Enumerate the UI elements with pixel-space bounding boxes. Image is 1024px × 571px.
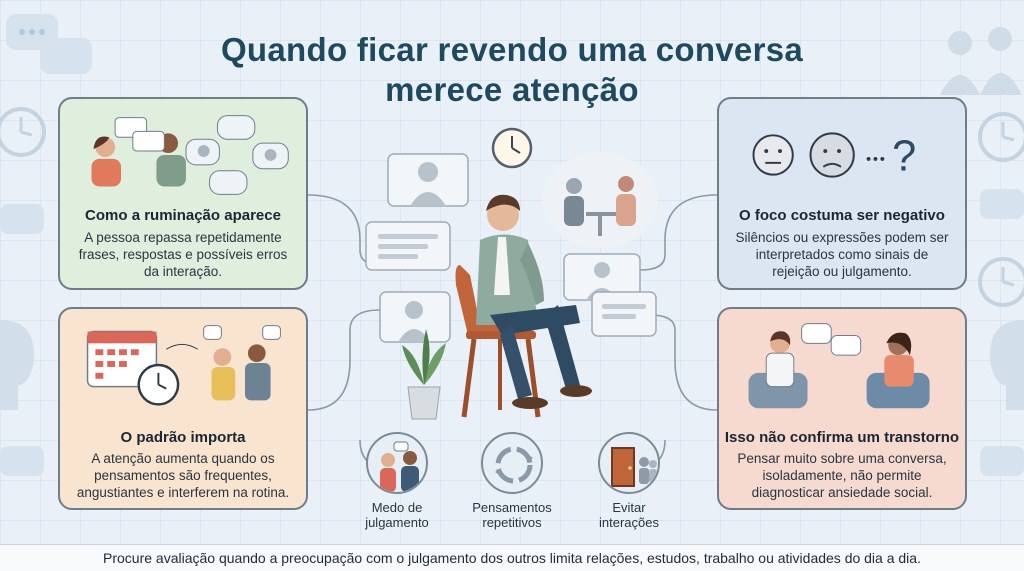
- therapy-session-illustration: [748, 323, 930, 409]
- calendar-clock-illustration: [86, 325, 281, 406]
- mini-avoid-label-2: interações: [599, 515, 659, 530]
- memory-bubble-top-icon: [387, 153, 469, 207]
- door-exit-icon: [598, 432, 660, 494]
- title-line-1: Quando ficar revendo uma conversa: [220, 31, 804, 68]
- judgment-people-icon: [366, 432, 428, 494]
- memory-bubble-bottom-right-icon: [591, 291, 657, 337]
- card-negative-focus-text: Silêncios ou expressões podem ser interp…: [735, 230, 949, 279]
- card-rumination-heading: Como a ruminação aparece: [85, 207, 281, 224]
- clock-icon: [491, 127, 533, 169]
- seated-man-illustration: [455, 194, 592, 418]
- clock-decoration-icon: [0, 107, 46, 157]
- card-negative-focus-heading: O foco costuma ser negativo: [739, 207, 945, 224]
- card-not-diagnosis: Isso não confirma um transtorno Pensar m…: [717, 307, 967, 510]
- people-decoration-icon: [940, 27, 1022, 95]
- svg-text:?: ?: [892, 133, 916, 181]
- memory-bubble-bottom-left-icon: [379, 291, 451, 343]
- mini-fear-label-2: julgamento: [365, 515, 429, 530]
- card-rumination-text: A pessoa repassa repetidamente frases, r…: [78, 230, 288, 279]
- mini-repetitive-label-2: repetitivos: [482, 515, 542, 530]
- card-not-diagnosis-text: Pensar muito sobre uma conversa, isolada…: [737, 451, 947, 500]
- page-title: Quando ficar revendo uma conversa merece…: [160, 30, 864, 110]
- mini-avoid-label-1: Evitar: [612, 500, 646, 515]
- speech-bubbles-decoration-icon: [6, 14, 92, 74]
- card-pattern-text: A atenção aumenta quando os pensamentos …: [76, 451, 290, 500]
- mini-repetitive-label-1: Pensamentos: [472, 500, 552, 515]
- head-silhouette-decoration-right-icon: [990, 320, 1024, 410]
- mini-repetitive-thoughts: Pensamentos repetitivos: [462, 432, 562, 530]
- mini-fear-label-1: Medo de: [371, 500, 423, 515]
- mini-fear-of-judgment: Medo de julgamento: [352, 432, 442, 530]
- clock-decoration-right-icon: [978, 112, 1024, 162]
- card-pattern: O padrão importa A atenção aumenta quand…: [58, 307, 308, 510]
- memory-bubble-left-icon: [365, 221, 451, 271]
- card-not-diagnosis-heading: Isso não confirma um transtorno: [724, 429, 960, 446]
- title-line-2: merece atenção: [385, 71, 639, 108]
- speech-bubble-decoration-right-icon: [980, 189, 1024, 219]
- card-rumination: Como a ruminação aparece A pessoa repass…: [58, 97, 308, 290]
- head-silhouette-decoration-icon: [0, 320, 34, 410]
- potted-plant-illustration: [402, 329, 446, 420]
- cycle-arrows-icon: [481, 432, 543, 494]
- speech-bubble-decoration-left-icon: [0, 204, 44, 234]
- speech-bubble-decoration-bottom-left-icon: [0, 446, 44, 476]
- footer-note: Procure avaliação quando a preocupação c…: [0, 544, 1024, 571]
- memory-scene-bubble-icon: [542, 152, 658, 248]
- card-pattern-heading: O padrão importa: [120, 429, 246, 446]
- faces-question-illustration: ?: [752, 132, 916, 181]
- card-negative-focus: ? O foco costuma ser negativo Silêncios …: [717, 97, 967, 290]
- mini-avoid-interactions: Evitar interações: [584, 432, 674, 530]
- speech-bubble-decoration-bottom-right-icon: [980, 446, 1024, 476]
- conversation-illustration: [91, 115, 289, 195]
- clock-decoration-right-lower-icon: [978, 257, 1024, 307]
